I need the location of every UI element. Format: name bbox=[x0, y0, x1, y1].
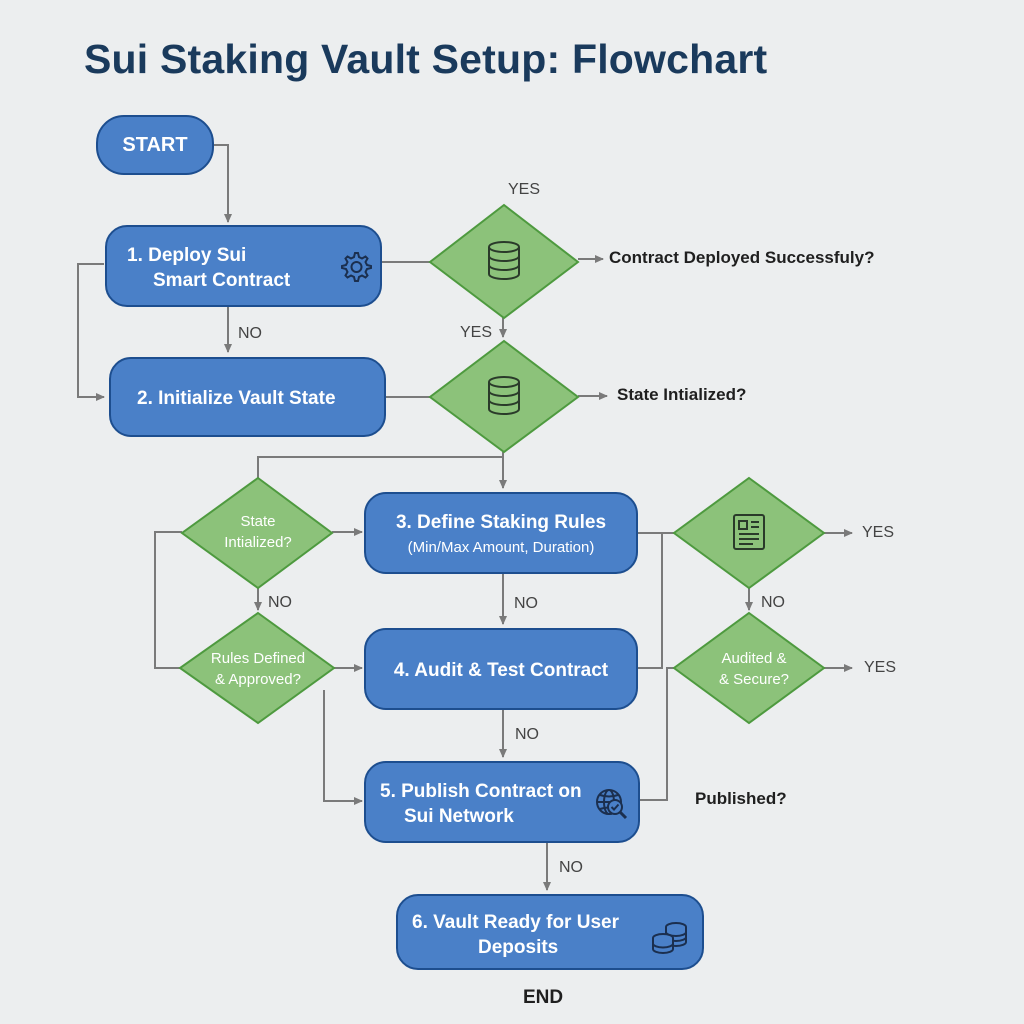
decision-diamond-audited bbox=[672, 611, 826, 725]
yes-label: YES bbox=[864, 659, 897, 676]
decision-audited-line2: & Secure? bbox=[718, 671, 790, 688]
coins-icon bbox=[652, 922, 687, 954]
step-publish-line1: 5. Publish Contract on bbox=[380, 781, 582, 802]
step-deploy-line2: Smart Contract bbox=[153, 270, 291, 291]
connector-decision2-left bbox=[257, 456, 503, 478]
yes-label: YES bbox=[862, 524, 895, 541]
decision-rules-line1: Rules Defined bbox=[210, 650, 306, 667]
step-define: 3. Define Staking Rules (Min/Max Amount,… bbox=[364, 492, 638, 574]
connector-start-deploy bbox=[214, 144, 232, 223]
decision-audited-text: Audited & & Secure? bbox=[690, 648, 818, 690]
yes-label: YES bbox=[508, 181, 541, 198]
connector-rules-publish bbox=[323, 690, 363, 805]
connector-publish-decision bbox=[640, 667, 676, 801]
no-label: NO bbox=[514, 595, 538, 612]
decision-diamond-left-state bbox=[180, 476, 334, 590]
globe-check-icon bbox=[596, 789, 628, 820]
step-define-title: 3. Define Staking Rules bbox=[395, 512, 607, 533]
start-node: START bbox=[96, 115, 214, 175]
step-audit: 4. Audit & Test Contract bbox=[364, 628, 638, 710]
question-published: Published? bbox=[695, 789, 787, 808]
no-label: NO bbox=[559, 859, 583, 876]
decision-left-state-line2: Intialized? bbox=[224, 534, 292, 551]
decision-audited-line1: Audited & bbox=[721, 650, 787, 667]
decision-left-state-line1: State bbox=[240, 513, 276, 530]
gear-icon bbox=[341, 252, 372, 282]
step-publish-line2: Sui Network bbox=[404, 806, 514, 827]
no-label: NO bbox=[238, 325, 262, 342]
no-label: NO bbox=[515, 726, 539, 743]
question-deployed: Contract Deployed Successfuly? bbox=[609, 248, 875, 267]
yes-label: YES bbox=[460, 324, 493, 341]
step-deploy: 1. Deploy Sui Smart Contract bbox=[105, 225, 382, 307]
database-icon bbox=[488, 376, 520, 415]
no-label: NO bbox=[268, 594, 292, 611]
connector-audit-loop bbox=[638, 533, 663, 669]
start-label: START bbox=[122, 133, 188, 156]
step-publish: 5. Publish Contract on Sui Network bbox=[364, 761, 640, 843]
no-label: NO bbox=[761, 594, 785, 611]
step-ready: 6. Vault Ready for User Deposits bbox=[396, 894, 704, 970]
step-define-subtitle: (Min/Max Amount, Duration) bbox=[407, 539, 595, 556]
connector-deploy-loop bbox=[77, 263, 105, 401]
document-icon bbox=[733, 514, 765, 550]
step-ready-line2: Deposits bbox=[478, 937, 559, 958]
connectors bbox=[77, 144, 853, 891]
page-title: Sui Staking Vault Setup: Flowchart bbox=[84, 36, 768, 82]
decision-left-state-text: State Intialized? bbox=[190, 511, 326, 553]
step-initialize-label: 2. Initialize Vault State bbox=[137, 388, 336, 409]
end-label: END bbox=[523, 987, 564, 1008]
step-initialize: 2. Initialize Vault State bbox=[109, 357, 386, 437]
decision-rules-line2: & Approved? bbox=[215, 671, 301, 688]
step-audit-label: 4. Audit & Test Contract bbox=[393, 660, 609, 681]
decision-diamond-rules-defined bbox=[178, 611, 336, 725]
database-icon bbox=[488, 241, 520, 280]
connector-left-loop bbox=[154, 531, 182, 669]
step-deploy-line1: 1. Deploy Sui bbox=[127, 245, 247, 266]
question-state-initialized: State Intialized? bbox=[617, 385, 747, 404]
decision-rules-text: Rules Defined & Approved? bbox=[186, 648, 330, 690]
step-ready-line1: 6. Vault Ready for User bbox=[412, 912, 619, 933]
